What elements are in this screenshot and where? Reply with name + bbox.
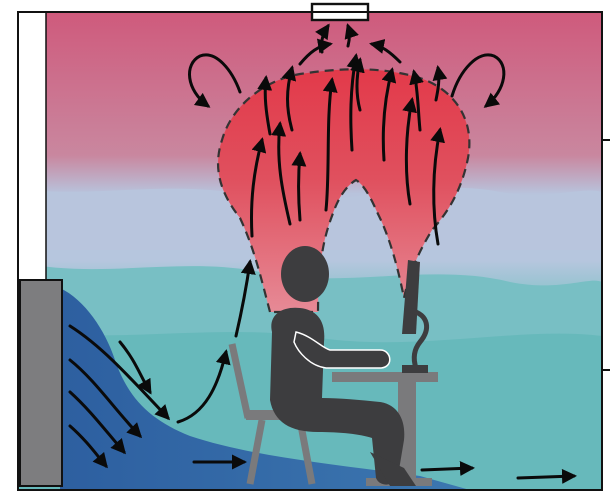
right-wall-openings [602,12,610,490]
supply-diffuser-icon [20,280,62,486]
left-wall [18,12,46,280]
